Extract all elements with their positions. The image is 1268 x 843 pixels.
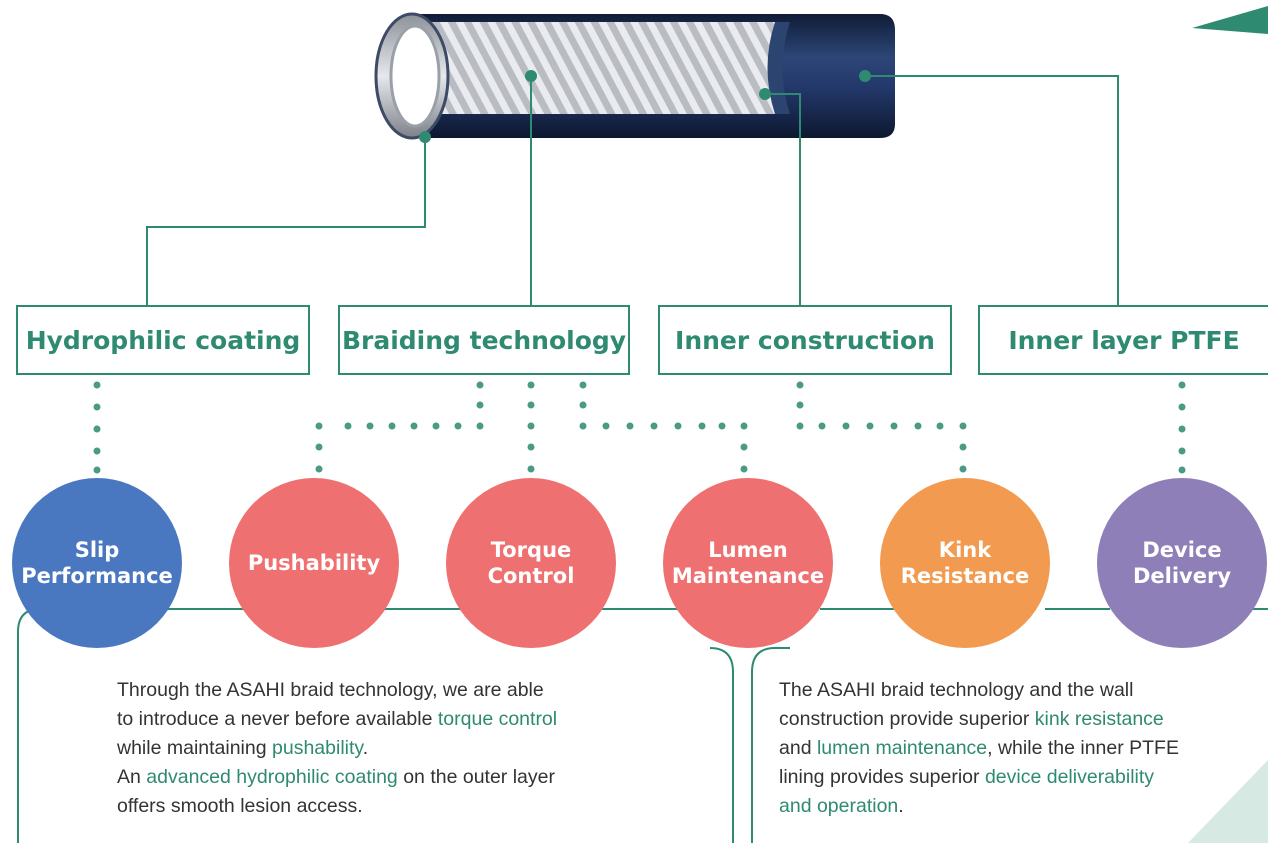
left-description: Through the ASAHI braid technology, we a… — [117, 676, 717, 821]
left-text-f: . — [362, 737, 369, 759]
label-hydrophilic-text: Hydrophilic coating — [25, 325, 301, 355]
left-text-j: offers smooth lesion access. — [117, 795, 363, 817]
left-line-1: Through the ASAHI braid technology, we a… — [117, 676, 717, 705]
circle-torque-line1: Torque — [490, 537, 572, 562]
connector-lines — [146, 75, 1119, 305]
right-text-j: . — [898, 795, 904, 817]
right-text-g: lining provides superior — [779, 766, 985, 788]
circle-device-delivery: Device Delivery — [1097, 478, 1267, 648]
left-text-i: on the outer layer — [397, 766, 555, 788]
corner-triangle-top — [1192, 6, 1268, 34]
right-text-a: The ASAHI braid technology and the wall — [779, 679, 1134, 701]
right-highlight-lumen-maintenance: lumen maintenance — [816, 737, 988, 759]
label-hydrophilic-coating: Hydrophilic coating — [16, 305, 310, 375]
label-braiding-text: Braiding technology — [341, 325, 627, 355]
circle-lumen-maintenance: Lumen Maintenance — [663, 478, 833, 648]
catheter-tube-image — [374, 12, 895, 140]
label-inner-layer-text: Inner layer PTFE — [1008, 325, 1240, 355]
circle-lumen-line1: Lumen — [708, 537, 788, 562]
right-text-f: , while the inner PTFE — [987, 737, 1179, 759]
circle-pushability: Pushability — [229, 478, 399, 648]
circle-torque-line2: Control — [487, 564, 575, 588]
right-highlight-kink-resistance: kink resistance — [1034, 708, 1164, 730]
circle-push-line1: Pushability — [247, 550, 381, 575]
circle-device-line1: Device — [1142, 537, 1222, 562]
left-line-5: offers smooth lesion access. — [117, 792, 717, 821]
circle-slip-line2: Performance — [21, 564, 173, 588]
label-inner-construction-text: Inner construction — [675, 325, 935, 355]
right-line-5: and operation. — [779, 792, 1259, 821]
right-description: The ASAHI braid technology and the wall … — [779, 676, 1259, 821]
circle-slip-line1: Slip — [74, 537, 120, 562]
left-line-4: An advanced hydrophilic coating on the o… — [117, 763, 717, 792]
connector-nodes — [419, 70, 871, 143]
right-highlight-device-deliverability: device deliverability — [984, 766, 1155, 788]
right-line-2: construction provide superior kink resis… — [779, 705, 1259, 734]
right-highlight-operation: and operation — [779, 795, 899, 817]
left-highlight-torque-control: torque control — [437, 708, 558, 730]
right-line-4: lining provides superior device delivera… — [779, 763, 1259, 792]
left-text-b: to introduce a never before available — [117, 708, 438, 730]
right-line-1: The ASAHI braid technology and the wall — [779, 676, 1259, 705]
right-line-3: and lumen maintenance, while the inner P… — [779, 734, 1259, 763]
circle-device-line2: Delivery — [1132, 564, 1232, 588]
left-text-d: while maintaining — [117, 737, 273, 759]
corner-triangle-bottom — [1188, 760, 1268, 843]
circle-lumen-line2: Maintenance — [671, 564, 825, 588]
circle-slip-performance: Slip Performance — [12, 478, 182, 648]
left-line-3: while maintaining pushability. — [117, 734, 717, 763]
dotted-connectors — [93, 381, 1186, 474]
left-highlight-hydrophilic: advanced hydrophilic coating — [146, 766, 398, 788]
label-inner-layer-ptfe: Inner layer PTFE — [978, 305, 1268, 375]
left-text-g: An — [117, 766, 147, 788]
left-highlight-pushability: pushability — [272, 737, 363, 759]
circle-kink-line2: Resistance — [900, 564, 1030, 588]
circle-kink-line1: Kink — [938, 537, 992, 562]
left-text-a: Through the ASAHI braid technology, we a… — [117, 679, 544, 701]
circle-torque-control: Torque Control — [446, 478, 616, 648]
right-text-d: and — [779, 737, 817, 759]
circle-kink-resistance: Kink Resistance — [880, 478, 1050, 648]
label-inner-construction: Inner construction — [658, 305, 952, 375]
left-line-2: to introduce a never before available to… — [117, 705, 717, 734]
right-text-b: construction provide superior — [779, 708, 1035, 730]
label-braiding-technology: Braiding technology — [338, 305, 630, 375]
